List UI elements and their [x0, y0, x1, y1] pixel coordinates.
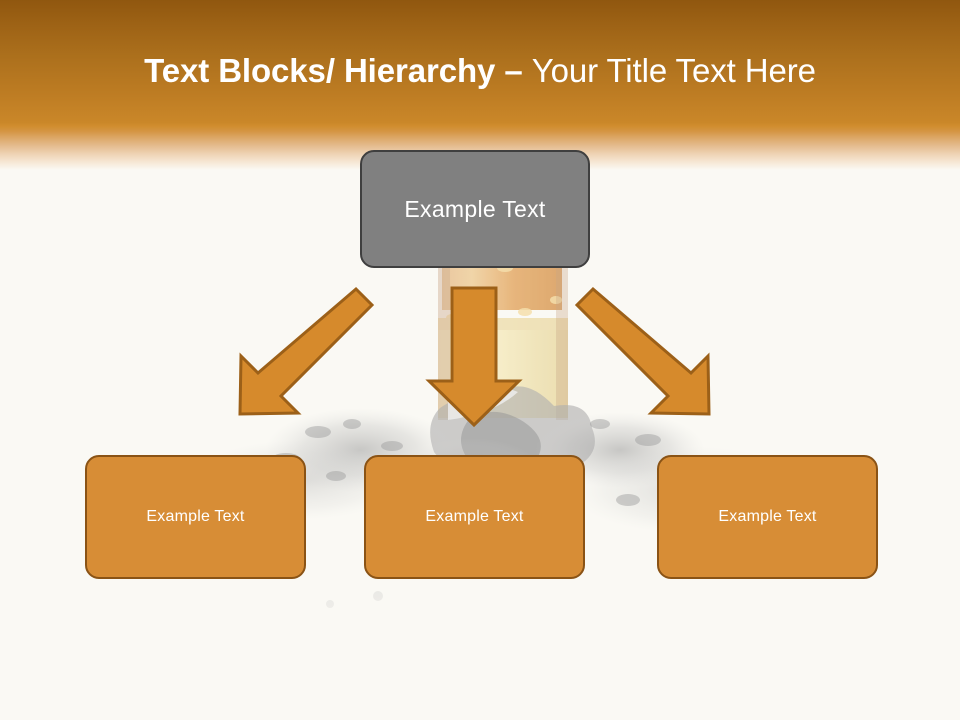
- node-child-center-label: Example Text: [425, 508, 524, 525]
- node-child-left[interactable]: Example Text: [85, 455, 306, 579]
- arrow-left-icon: [238, 286, 375, 416]
- node-child-center[interactable]: Example Text: [364, 455, 585, 579]
- node-parent-label: Example Text: [404, 195, 546, 222]
- page-title-regular: Your Title Text Here: [531, 52, 816, 89]
- node-child-left-label: Example Text: [146, 508, 245, 525]
- node-parent[interactable]: Example Text: [360, 150, 590, 268]
- node-child-right-label: Example Text: [718, 508, 817, 525]
- node-child-right[interactable]: Example Text: [657, 455, 878, 579]
- page-title-bold: Text Blocks/ Hierarchy –: [144, 52, 532, 89]
- arrow-right-icon: [574, 286, 711, 416]
- arrow-center-icon: [425, 286, 523, 428]
- page-title: Text Blocks/ Hierarchy – Your Title Text…: [0, 50, 960, 92]
